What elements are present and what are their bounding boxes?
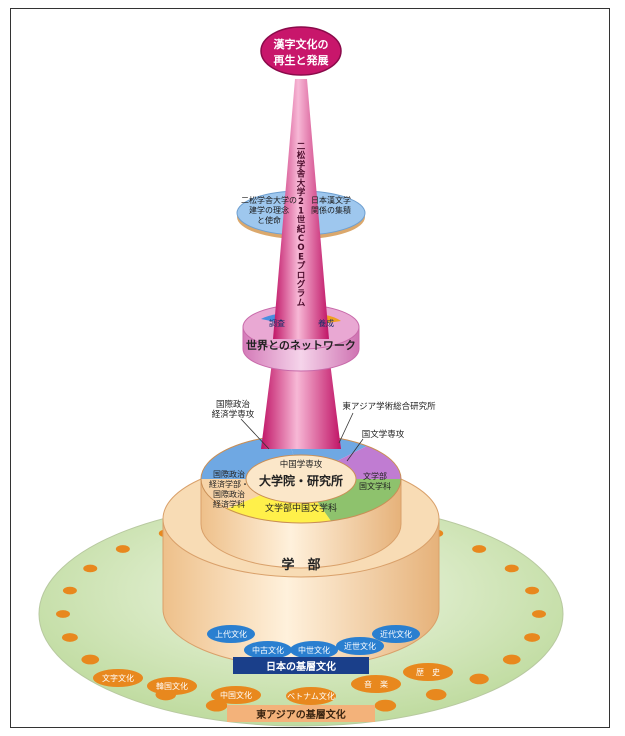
faculty-label: 学 部 bbox=[281, 557, 320, 573]
japan-culture-item: 中古文化 bbox=[252, 645, 284, 655]
asia-culture-item: 韓国文化 bbox=[156, 681, 188, 691]
text-line: 二松学舎大学の bbox=[241, 195, 297, 205]
text-line: 関係の集積 bbox=[311, 205, 351, 215]
text-line: と使命 bbox=[257, 215, 281, 225]
text-line: 経済学科 bbox=[213, 499, 245, 509]
decorative-dot bbox=[532, 610, 546, 618]
graduate-right-label: 東アジア学術総合研究所 bbox=[342, 401, 436, 412]
asia-culture-item: ベトナム文化 bbox=[287, 691, 335, 701]
decorative-dot bbox=[375, 700, 396, 712]
network-label: 世界とのネットワーク bbox=[246, 338, 356, 352]
decorative-dot bbox=[83, 565, 97, 573]
decorative-dot bbox=[56, 610, 70, 618]
decorative-dot bbox=[426, 689, 447, 700]
graduate-bottom-label: 文学部中国文学科 bbox=[265, 502, 337, 514]
text-line: 日本漢文学 bbox=[311, 195, 351, 205]
graduate-right-label2: 国文学専攻 bbox=[362, 429, 405, 440]
decorative-dot bbox=[63, 587, 77, 595]
text-line: 国文学科 bbox=[359, 481, 391, 491]
decorative-dot bbox=[524, 633, 540, 642]
asia-culture-item: 中国文化 bbox=[220, 690, 252, 700]
decorative-dot bbox=[62, 633, 78, 642]
japan-culture-item: 上代文化 bbox=[215, 629, 247, 639]
decorative-dot bbox=[81, 655, 99, 665]
decorative-dot bbox=[505, 565, 519, 573]
goal-line1: 漢字文化の bbox=[274, 37, 329, 51]
text-line: 建学の理念 bbox=[249, 205, 289, 215]
asia-culture-item: 文字文化 bbox=[102, 673, 134, 683]
japan-culture-item: 中世文化 bbox=[298, 645, 330, 655]
network-right-label: 養成 bbox=[318, 318, 334, 328]
text-line: 国際政治 bbox=[213, 469, 245, 479]
decorative-dot bbox=[525, 587, 539, 595]
text-line: 文学部 bbox=[363, 471, 387, 481]
asia-culture-item: 歴 史 bbox=[416, 667, 440, 677]
japan-culture-label: 日本の基層文化 bbox=[266, 660, 336, 673]
japan-culture-item: 近世文化 bbox=[344, 641, 376, 651]
text-line: 国際政治 bbox=[216, 399, 251, 410]
network-left-label: 調査 bbox=[269, 318, 285, 328]
decorative-dot bbox=[116, 545, 130, 553]
asia-culture-label: 東アジアの基層文化 bbox=[256, 708, 346, 721]
goal-line2: 再生と発展 bbox=[274, 53, 330, 67]
text-line: 経済学部・ bbox=[209, 479, 249, 489]
decorative-dot bbox=[472, 545, 486, 553]
text-line: 国際政治 bbox=[213, 489, 245, 499]
graduate-center: 大学院・研究所 bbox=[259, 473, 343, 488]
goal-oval bbox=[261, 27, 341, 75]
decorative-dot bbox=[469, 674, 488, 685]
japan-culture-item: 近代文化 bbox=[380, 629, 412, 639]
text-line: 経済学専攻 bbox=[212, 409, 255, 420]
asia-culture-item: 音 楽 bbox=[364, 679, 388, 689]
decorative-dot bbox=[503, 655, 521, 665]
graduate-center-top: 中国学専攻 bbox=[280, 459, 323, 470]
spire-char: ム bbox=[297, 298, 306, 308]
